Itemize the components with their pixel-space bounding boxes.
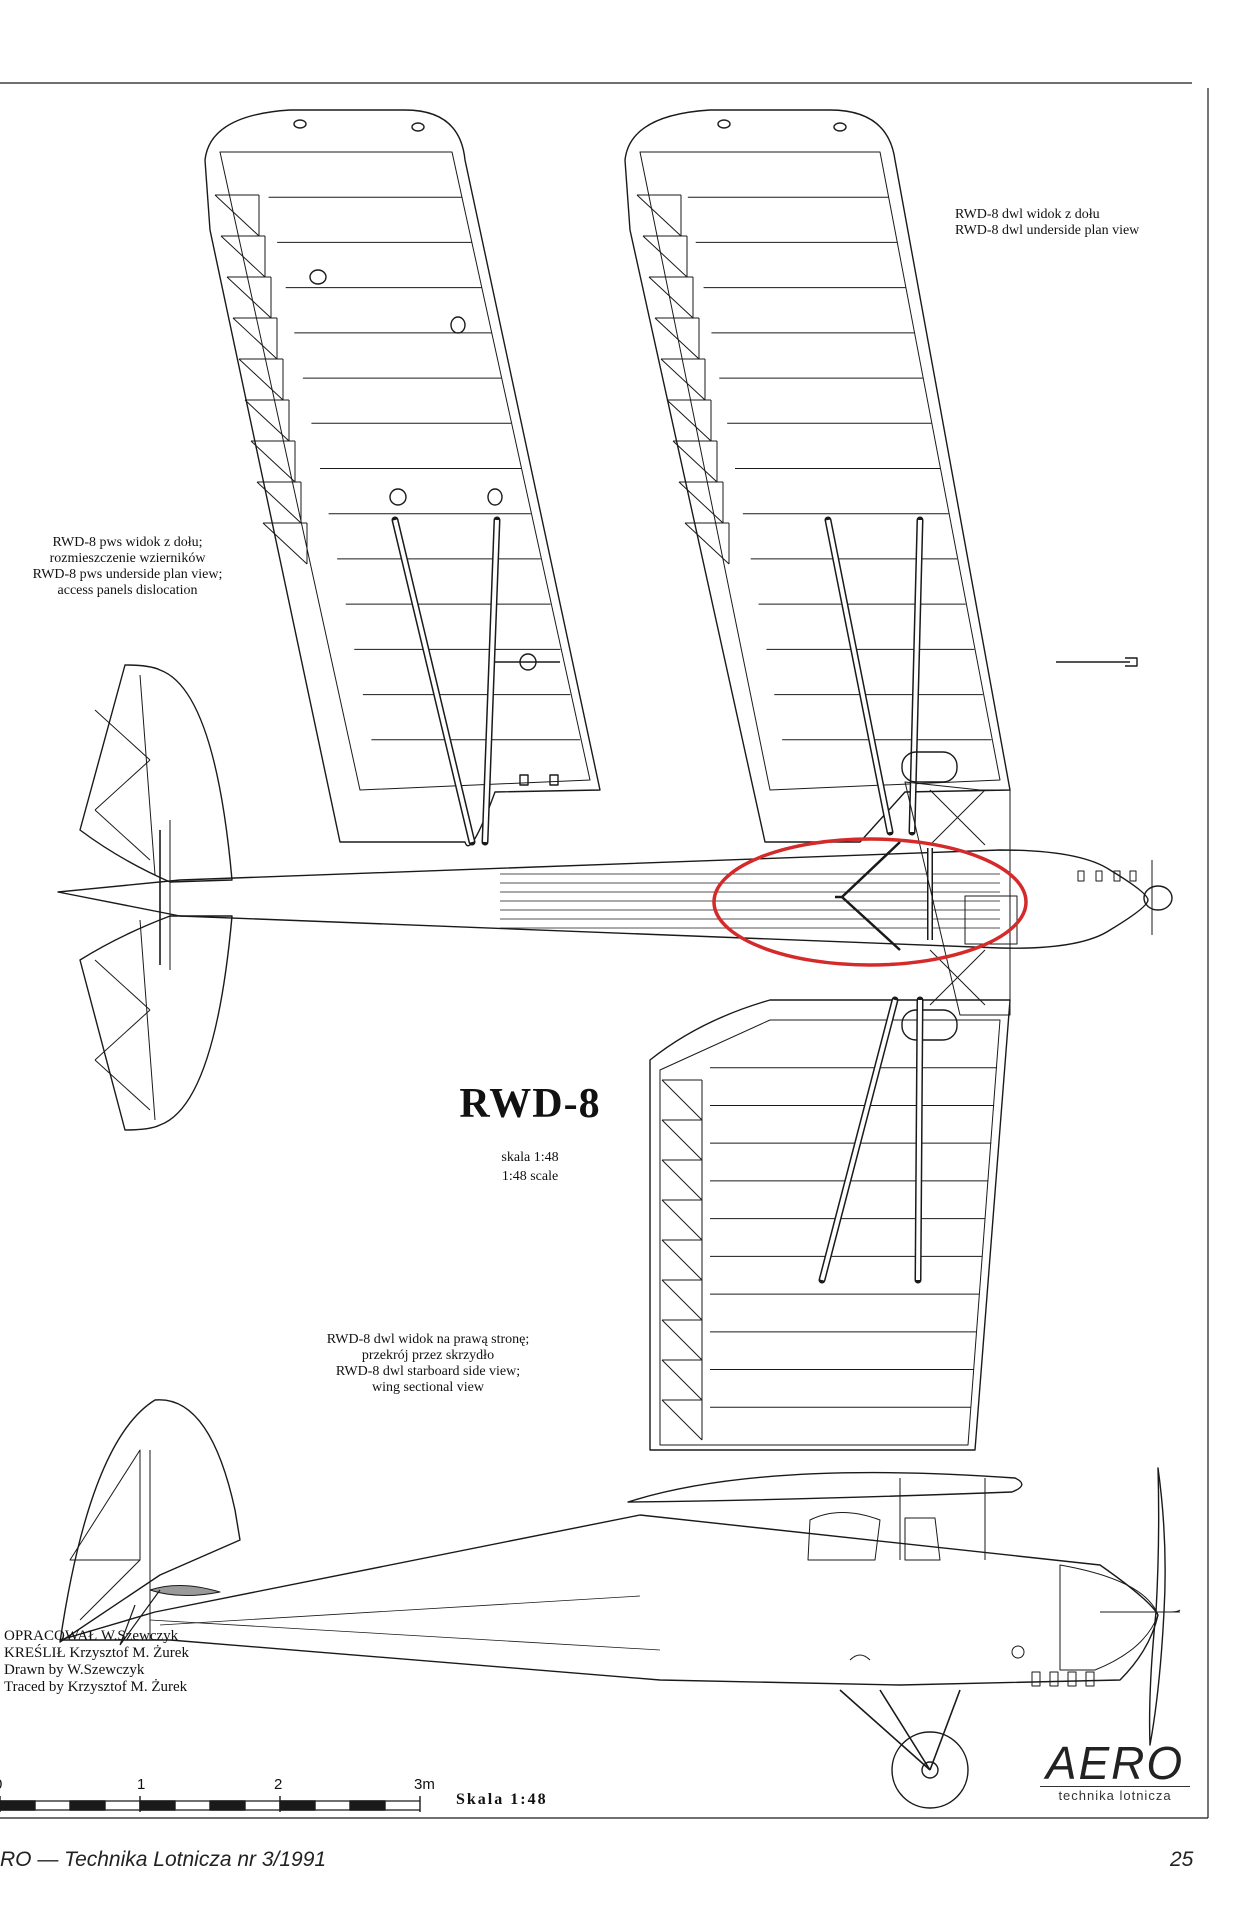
caption-side-view: RWD-8 dwl widok na prawą stronę; przekró… [278, 1332, 578, 1396]
scale-tick-label: 3m [414, 1776, 435, 1793]
caption-line: RWD-8 pws widok z dołu; [52, 535, 203, 550]
credit-line: Drawn by W.Szewczyk [4, 1662, 145, 1678]
logo-main-text: AERO [1045, 1737, 1185, 1789]
caption-line: wing sectional view [372, 1380, 484, 1395]
scale-english: 1:48 scale [501, 1169, 559, 1184]
side-view [59, 1399, 1181, 1809]
aero-logo: AERO technika lotnicza [1040, 1740, 1190, 1803]
left-wing-pws [204, 109, 601, 847]
caption-underside-pws: RWD-8 pws widok z dołu; rozmieszczenie w… [0, 535, 255, 599]
drawing-title: RWD-8 [459, 1081, 601, 1127]
logo-sub-text: technika lotnicza [1040, 1786, 1190, 1803]
caption-underside-dwl: RWD-8 dwl widok z dołu RWD-8 dwl undersi… [955, 207, 1139, 239]
caption-line: RWD-8 dwl starboard side view; [335, 1364, 521, 1379]
credit-line: KREŚLIŁ Krzysztof M. Żurek [4, 1645, 189, 1661]
caption-line: RWD-8 pws underside plan view; [32, 567, 223, 582]
scale-tick-label: 2 [274, 1776, 283, 1793]
caption-line: rozmieszczenie wzierników [49, 551, 206, 566]
credits-block: OPRACOWAŁ W.Szewczyk KREŚLIŁ Krzysztof M… [4, 1628, 189, 1696]
right-wing-dwl [624, 109, 1138, 843]
caption-line: access panels dislocation [57, 583, 198, 598]
fuselage-plan [57, 751, 1173, 1041]
scale-tick-label: 1 [137, 1776, 146, 1793]
scale-bar-label: Skala 1:48 [456, 1791, 548, 1808]
credit-line: OPRACOWAŁ W.Szewczyk [4, 1628, 179, 1644]
scale-polish: skala 1:48 [501, 1150, 559, 1165]
caption-line: RWD-8 dwl widok na prawą stronę; [326, 1332, 530, 1347]
lower-wing-dwl [649, 996, 1011, 1451]
credit-line: Traced by Krzysztof M. Żurek [4, 1679, 188, 1695]
footer-page-number: 25 [1170, 1848, 1194, 1871]
scale-bar [0, 1796, 421, 1812]
highlight-ellipse [712, 837, 1028, 967]
tailplane-plan [79, 664, 233, 1131]
scale-tick-label: 0 [0, 1776, 2, 1793]
caption-line: RWD-8 dwl widok z dołu [955, 207, 1100, 222]
caption-line: RWD-8 dwl underside plan view [955, 223, 1140, 238]
caption-line: przekrój przez skrzydło [361, 1348, 495, 1363]
footer-journal: RO — Technika Lotnicza nr 3/1991 [0, 1848, 327, 1871]
